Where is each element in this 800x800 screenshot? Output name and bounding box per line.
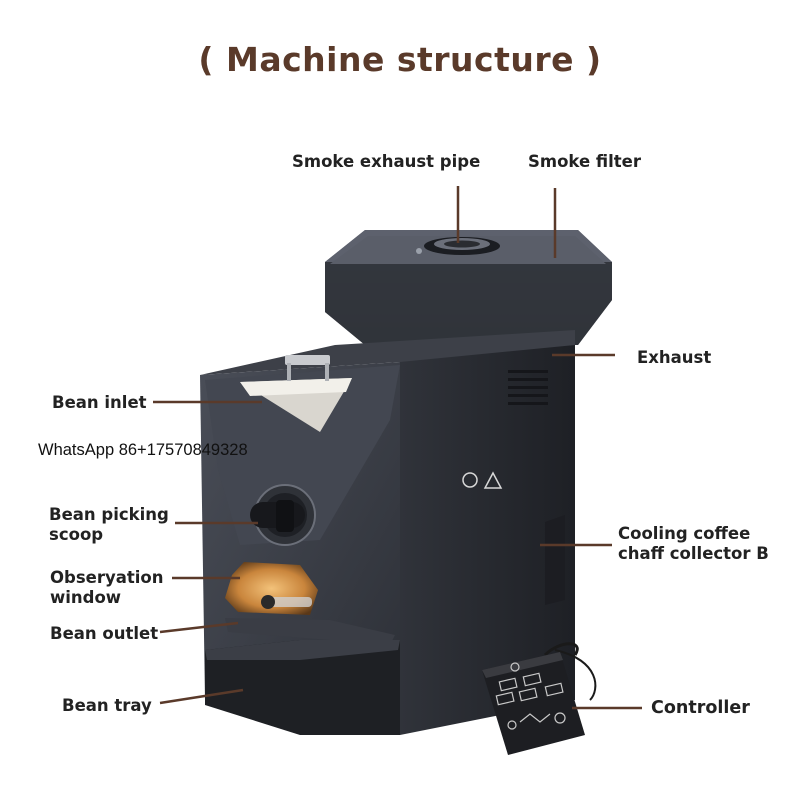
leader-bean-tray bbox=[159, 688, 244, 705]
label-observation-window: Obseryation window bbox=[50, 568, 164, 607]
lid-handle bbox=[285, 355, 330, 365]
page-title: ( Machine structure ) bbox=[198, 40, 602, 79]
leader-lines bbox=[153, 186, 642, 710]
scoop-knob bbox=[250, 484, 316, 546]
exhaust-vents bbox=[508, 370, 548, 405]
leader-bean-outlet bbox=[159, 621, 239, 634]
label-smoke-exhaust-pipe: Smoke exhaust pipe bbox=[292, 152, 481, 171]
bean-outlet bbox=[225, 618, 395, 645]
warning-icon bbox=[462, 471, 503, 489]
controller-device bbox=[482, 642, 597, 755]
label-bean-inlet: Bean inlet bbox=[52, 393, 147, 412]
label-cooling-chaff: Cooling coffee chaff collector B bbox=[618, 524, 769, 563]
label-controller: Controller bbox=[651, 698, 750, 718]
smoke-filter-hood bbox=[325, 230, 612, 345]
bean-hopper bbox=[205, 365, 400, 545]
label-exhaust: Exhaust bbox=[637, 348, 712, 367]
label-bean-picking-scoop: Bean picking scoop bbox=[49, 505, 169, 544]
observation-window bbox=[225, 562, 318, 615]
contact-whatsapp: WhatsApp 86+17570849328 bbox=[38, 441, 248, 459]
bean-tray bbox=[205, 640, 400, 735]
smoke-exhaust-pipe bbox=[416, 237, 500, 255]
label-bean-outlet: Bean outlet bbox=[50, 624, 159, 643]
chaff-collector bbox=[545, 515, 565, 605]
label-smoke-filter: Smoke filter bbox=[528, 152, 641, 171]
label-bean-tray: Bean tray bbox=[62, 696, 152, 715]
machine-body-side bbox=[400, 330, 575, 735]
